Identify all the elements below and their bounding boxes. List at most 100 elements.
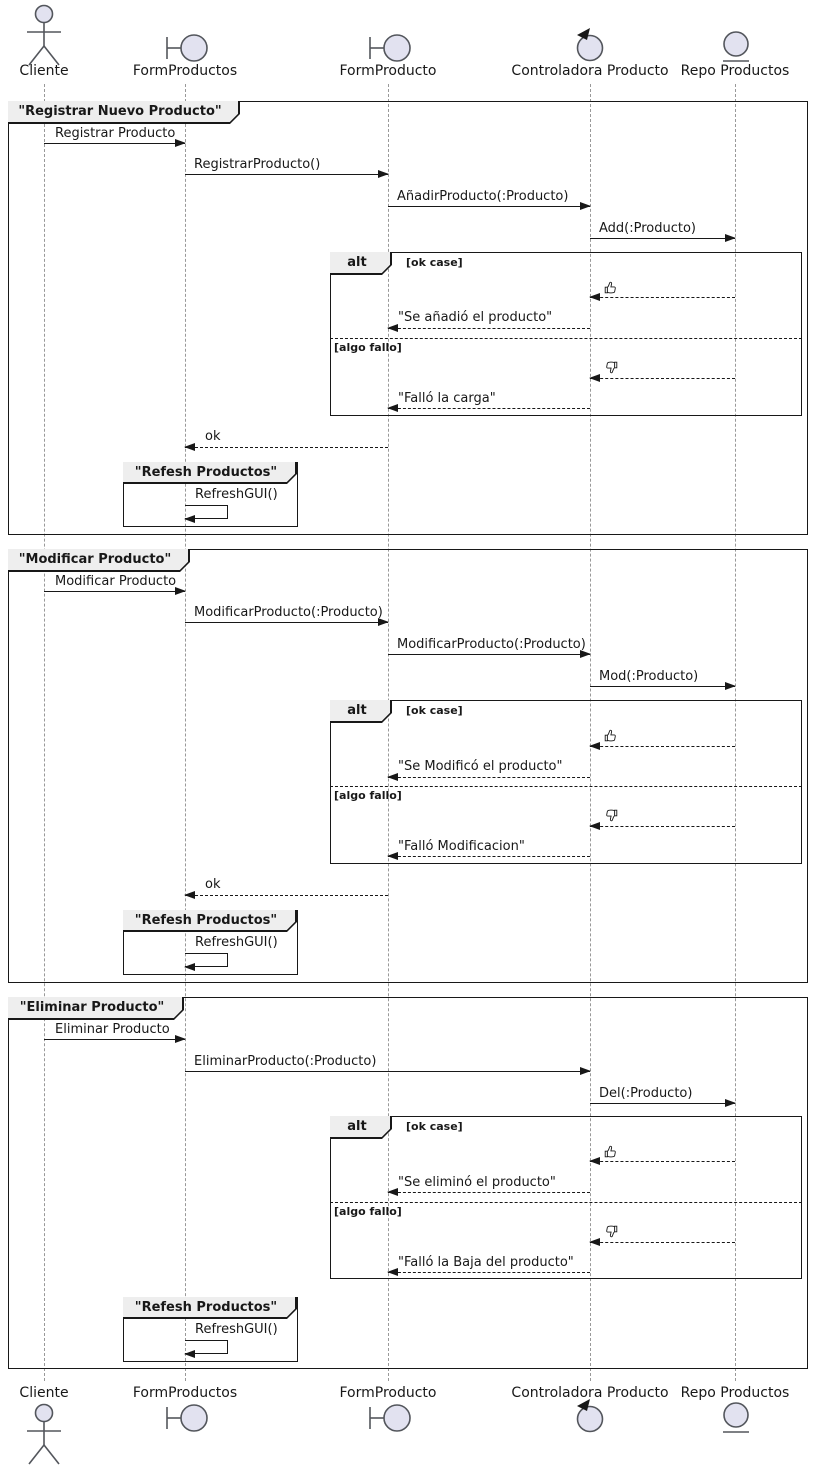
- frame-registrar: [8, 101, 808, 535]
- message-arrow: [185, 618, 389, 626]
- return-arrow: [184, 443, 388, 451]
- message-label: EliminarProducto(:Producto): [194, 1054, 377, 1069]
- alt-frame: [330, 252, 802, 416]
- message-label: "Se Modificó el producto": [398, 759, 563, 774]
- participant-label-repo: Repo Productos: [680, 63, 790, 79]
- frame-title: "Modificar Producto": [18, 552, 172, 567]
- message-label: RefreshGUI(): [195, 1322, 278, 1337]
- entity-icon: [723, 31, 749, 62]
- message-arrow: [185, 1067, 591, 1075]
- actor-icon: [27, 4, 61, 66]
- message-arrow: [388, 650, 591, 658]
- guard-label: [ok case]: [406, 256, 463, 269]
- self-message-arrow: [184, 1340, 228, 1358]
- frame-eliminar-tab: "Eliminar Producto": [8, 997, 184, 1020]
- return-arrow: [387, 324, 590, 332]
- alt-frame: [330, 1116, 802, 1279]
- control-icon: [576, 28, 604, 62]
- lifeline-controladora: [589, 84, 591, 1381]
- return-arrow: [589, 1157, 735, 1165]
- message-label: Add(:Producto): [599, 221, 697, 236]
- refresh-title: "Refesh Productos": [134, 464, 278, 480]
- alt-tab: alt: [330, 700, 392, 723]
- message-label: Registrar Producto: [55, 126, 176, 141]
- thumbs-up-icon: [604, 1145, 616, 1158]
- frame-title: "Eliminar Producto": [19, 1000, 165, 1015]
- frame-registrar-tab: "Registrar Nuevo Producto": [8, 101, 240, 124]
- boundary-icon: [369, 1404, 411, 1432]
- control-icon: [576, 1399, 604, 1433]
- message-arrow: [44, 1035, 186, 1043]
- message-arrow: [44, 587, 186, 595]
- message-label: RefreshGUI(): [195, 935, 278, 950]
- return-arrow: [589, 742, 735, 750]
- return-arrow: [589, 293, 735, 301]
- refresh-title: "Refesh Productos": [134, 1299, 278, 1315]
- participant-label-formproductos: FormProductos: [132, 1385, 238, 1401]
- alt-tab: alt: [330, 1116, 392, 1139]
- message-arrow: [590, 682, 736, 690]
- self-message-arrow: [184, 953, 228, 971]
- guard-label: [ok case]: [406, 1120, 463, 1133]
- return-arrow: [387, 1188, 590, 1196]
- message-label: RegistrarProducto(): [194, 157, 321, 172]
- thumbs-down-icon: [606, 361, 618, 374]
- refresh-title: "Refesh Productos": [134, 912, 278, 928]
- message-label: ok: [205, 429, 221, 444]
- message-label: "Falló la carga": [398, 391, 496, 406]
- message-label: RefreshGUI(): [195, 487, 278, 502]
- alt-divider: [330, 1202, 802, 1203]
- frame-modificar: [8, 549, 808, 983]
- refresh-tab: "Refesh Productos": [123, 910, 297, 932]
- thumbs-down-icon: [606, 809, 618, 822]
- participant-label-cliente: Cliente: [19, 1385, 69, 1401]
- alt-divider: [330, 338, 802, 339]
- message-label: ModificarProducto(:Producto): [194, 605, 383, 620]
- participant-label-formproducto: FormProducto: [339, 63, 437, 79]
- frame-modificar-tab: "Modificar Producto": [8, 549, 190, 572]
- message-arrow: [590, 234, 736, 242]
- return-arrow: [387, 404, 590, 412]
- alt-divider: [330, 786, 802, 787]
- participant-label-repo: Repo Productos: [680, 1385, 790, 1401]
- return-arrow: [387, 1268, 590, 1276]
- message-label: Mod(:Producto): [599, 669, 699, 684]
- return-arrow: [184, 891, 388, 899]
- guard-label: [ok case]: [406, 704, 463, 717]
- participant-label-cliente: Cliente: [19, 63, 69, 79]
- refresh-tab: "Refesh Productos": [123, 462, 297, 484]
- entity-icon: [723, 1402, 749, 1433]
- return-arrow: [589, 1238, 735, 1246]
- return-arrow: [387, 773, 590, 781]
- frame-eliminar: [8, 997, 808, 1369]
- lifeline-formproductos: [184, 84, 186, 1381]
- alt-keyword: alt: [347, 703, 367, 718]
- alt-keyword: alt: [347, 255, 367, 270]
- lifeline-cliente: [43, 84, 45, 1381]
- boundary-icon: [166, 34, 208, 62]
- alt-frame: [330, 700, 802, 864]
- message-label: ModificarProducto(:Producto): [397, 637, 586, 652]
- return-arrow: [387, 852, 590, 860]
- participant-label-formproductos: FormProductos: [132, 63, 238, 79]
- message-label: "Se añadió el producto": [398, 310, 553, 325]
- message-label: Eliminar Producto: [55, 1022, 170, 1037]
- refresh-tab: "Refesh Productos": [123, 1297, 297, 1319]
- boundary-icon: [166, 1404, 208, 1432]
- guard-label: [algo fallo]: [334, 1205, 402, 1218]
- message-label: ok: [205, 877, 221, 892]
- message-arrow: [44, 139, 186, 147]
- return-arrow: [589, 374, 735, 382]
- thumbs-down-icon: [606, 1225, 618, 1238]
- participant-label-controladora: Controladora Producto: [511, 1385, 669, 1401]
- message-label: AñadirProducto(:Producto): [397, 189, 569, 204]
- alt-tab: alt: [330, 252, 392, 275]
- thumbs-up-icon: [604, 281, 616, 294]
- boundary-icon: [369, 34, 411, 62]
- message-arrow: [185, 170, 389, 178]
- participant-label-formproducto: FormProducto: [339, 1385, 437, 1401]
- lifeline-repo: [734, 84, 736, 1381]
- message-label: Del(:Producto): [599, 1086, 693, 1101]
- message-arrow: [590, 1099, 736, 1107]
- message-label: Modificar Producto: [55, 574, 177, 589]
